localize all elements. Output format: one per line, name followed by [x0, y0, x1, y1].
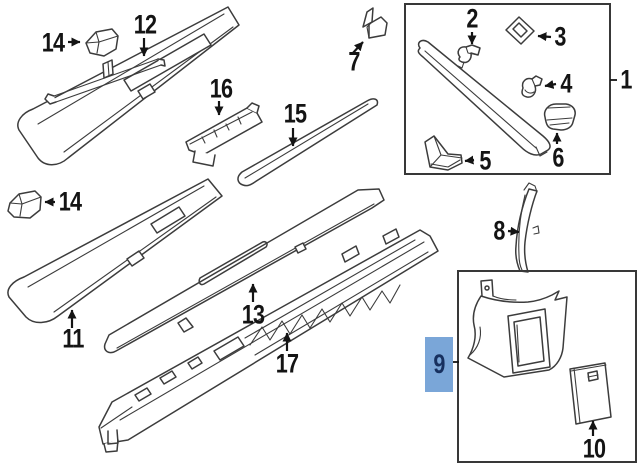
part-drawing-11[interactable] — [7, 178, 223, 324]
callout-14-top[interactable]: 14 — [41, 27, 65, 58]
part-drawing-7[interactable] — [362, 7, 388, 39]
part-drawing-1-pillar-trim[interactable] — [417, 39, 551, 157]
callout-1[interactable]: 1 — [620, 64, 632, 95]
part-drawing-5[interactable] — [424, 135, 463, 171]
callout-7[interactable]: 7 — [348, 46, 360, 77]
group-box-1 — [404, 3, 611, 175]
group-box-9 — [457, 270, 637, 463]
part-drawing-17[interactable] — [98, 228, 439, 453]
callout-2[interactable]: 2 — [466, 3, 478, 34]
part-drawing-15[interactable] — [237, 98, 379, 187]
callout-17[interactable]: 17 — [275, 348, 299, 379]
callout-5[interactable]: 5 — [479, 145, 491, 176]
part-drawing-16[interactable] — [185, 102, 263, 167]
part-drawing-2[interactable] — [457, 44, 481, 69]
part-drawing-3[interactable] — [505, 16, 535, 45]
part-drawing-8[interactable] — [515, 182, 540, 273]
part-drawing-6[interactable] — [543, 103, 576, 131]
callout-16[interactable]: 16 — [209, 73, 233, 104]
callout-14-left[interactable]: 14 — [58, 186, 82, 217]
callout-9[interactable]: 9 — [433, 349, 445, 379]
part-drawing-13[interactable] — [103, 188, 385, 354]
callout-13[interactable]: 13 — [241, 299, 265, 330]
part-drawing-14-left[interactable] — [7, 190, 42, 219]
callout-6[interactable]: 6 — [552, 142, 564, 173]
callout-11[interactable]: 11 — [62, 323, 84, 354]
callout-8[interactable]: 8 — [493, 215, 505, 246]
part-drawing-12[interactable] — [17, 6, 240, 166]
selected-part-highlight[interactable]: 9 — [425, 337, 453, 392]
part-drawing-4[interactable] — [521, 75, 543, 98]
part-drawing-14-top[interactable] — [85, 28, 119, 57]
callout-4[interactable]: 4 — [560, 68, 572, 99]
callout-15[interactable]: 15 — [283, 98, 307, 129]
leader-arrows — [44, 32, 617, 436]
part-drawing-10[interactable] — [569, 362, 612, 425]
part-drawing-9[interactable] — [467, 279, 568, 378]
callout-12[interactable]: 12 — [133, 9, 157, 40]
callout-10[interactable]: 10 — [582, 433, 606, 464]
callout-3[interactable]: 3 — [554, 21, 566, 52]
